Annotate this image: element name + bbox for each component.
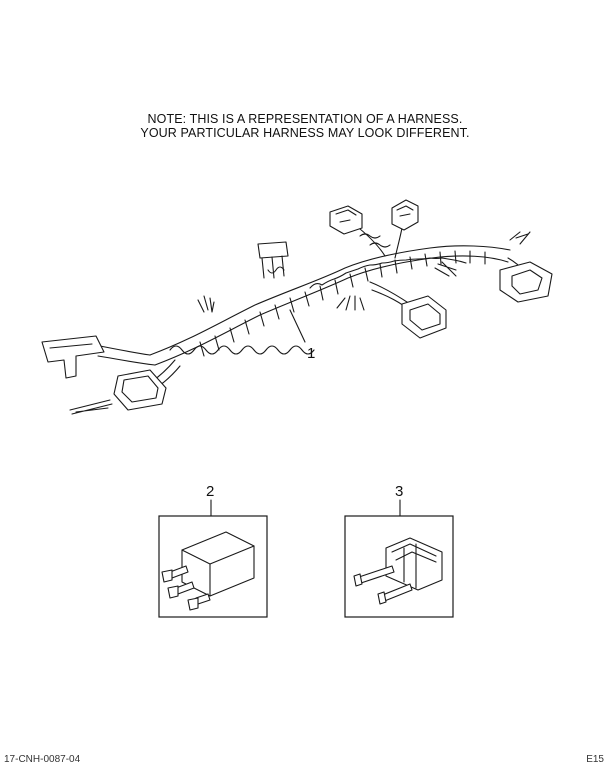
harness-note: NOTE: THIS IS A REPRESENTATION OF A HARN…: [0, 112, 610, 140]
note-line-1: NOTE: THIS IS A REPRESENTATION OF A HARN…: [147, 112, 463, 126]
fuse-illustration: [353, 537, 443, 605]
callout-fuse: 3: [395, 483, 403, 500]
wiring-harness-illustration: [41, 199, 553, 415]
relay-illustration: [161, 531, 255, 611]
page-ref: E15: [586, 754, 604, 765]
figure-id: 17-CNH-0087-04: [4, 754, 81, 765]
callout-relay: 2: [206, 483, 214, 500]
braided-sleeve: [169, 250, 486, 357]
note-line-2: YOUR PARTICULAR HARNESS MAY LOOK DIFFERE…: [140, 126, 470, 140]
callout-harness: 1: [307, 345, 315, 362]
